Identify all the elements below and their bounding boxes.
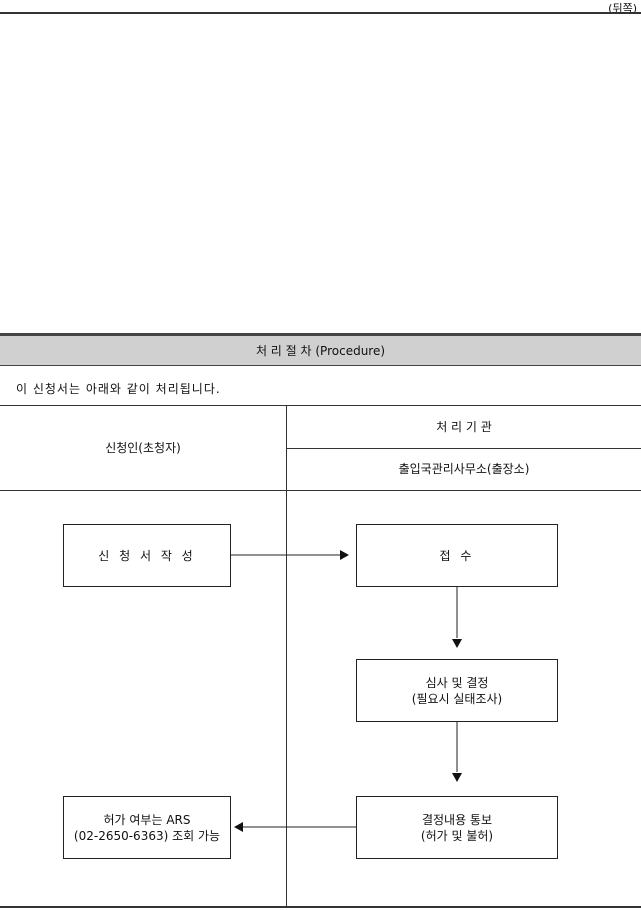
agency-group-header: 처 리 기 관 [436, 420, 492, 434]
intro-text: 이 신청서는 아래와 같이 처리됩니다. [16, 382, 221, 396]
arrowhead-down-icon [452, 639, 462, 648]
applicant-column-header: 신청인(초청자) [105, 441, 181, 455]
step-notify-decision: 결정내용 통보 (허가 및 불허) [356, 796, 558, 859]
step-review-decision: 심사 및 결정 (필요시 실태조사) [356, 659, 558, 722]
arrowhead-down-icon [452, 773, 462, 782]
arrowhead-left-icon [234, 822, 243, 832]
agency-sub-line [287, 448, 641, 449]
procedure-title-band: 처 리 절 차 (Procedure) [0, 333, 641, 366]
arrowhead-right-icon [340, 550, 349, 560]
step-ars-inquiry: 허가 여부는 ARS (02-2650-6363) 조회 가능 [63, 796, 231, 859]
page-side-label: (뒤쪽) [608, 2, 637, 15]
header-bottom-line [0, 490, 641, 491]
column-divider [286, 405, 287, 907]
top-divider [0, 12, 641, 14]
table-bottom-line [0, 906, 641, 908]
step-receive: 접 수 [356, 524, 558, 587]
agency-column-header: 출입국관리사무소(출장소) [398, 462, 530, 476]
step-write-application: 신 청 서 작 성 [63, 524, 231, 587]
procedure-title: 처 리 절 차 (Procedure) [255, 344, 386, 358]
table-top-line [0, 405, 641, 406]
